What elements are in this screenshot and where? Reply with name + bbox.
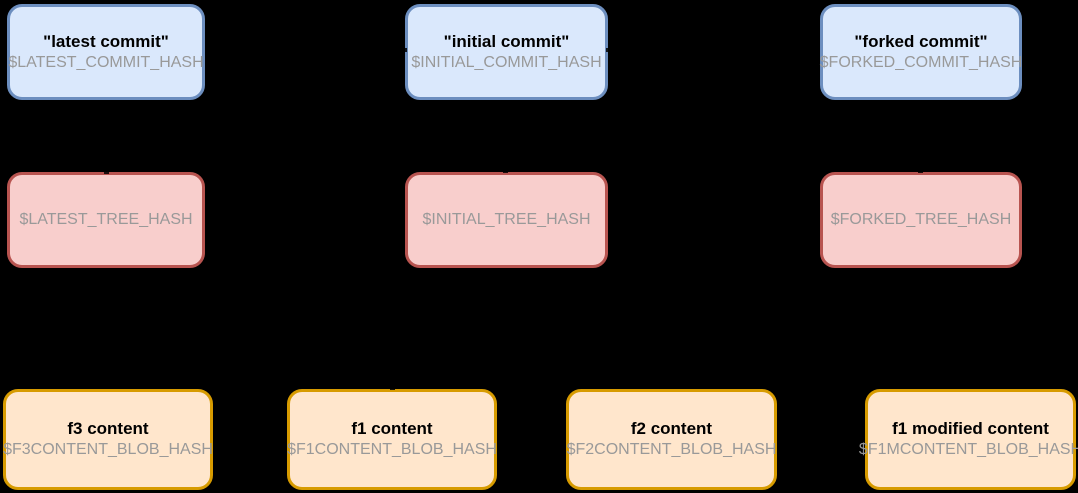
tree-hash: $FORKED_TREE_HASH [830, 211, 1012, 228]
commit-hash: $FORKED_COMMIT_HASH [819, 53, 1023, 71]
blob-title: f2 content [630, 419, 713, 438]
tree-node-latest: $LATEST_TREE_HASH [7, 172, 205, 268]
commit-hash: $INITIAL_COMMIT_HASH [411, 53, 602, 71]
commit-node-initial: "initial commit" $INITIAL_COMMIT_HASH [405, 4, 608, 100]
tree-node-forked: $FORKED_TREE_HASH [820, 172, 1022, 268]
blob-hash: $F3CONTENT_BLOB_HASH [3, 441, 213, 458]
commit-hash: $LATEST_COMMIT_HASH [8, 53, 204, 71]
blob-title: f3 content [67, 419, 149, 438]
blob-hash: $F1MCONTENT_BLOB_HASH [858, 441, 1078, 458]
commit-title: "latest commit" [43, 31, 169, 51]
blob-node-f2: f2 content $F2CONTENT_BLOB_HASH [566, 389, 777, 490]
blob-title: f1 content [351, 419, 433, 438]
arrowhead-artifact [404, 48, 407, 52]
arrowhead-artifact [104, 171, 109, 174]
commit-node-forked: "forked commit" $FORKED_COMMIT_HASH [820, 4, 1022, 100]
commit-title: "forked commit" [854, 31, 988, 51]
blob-title: f1 modified content [892, 419, 1049, 438]
arrowhead-artifact [503, 170, 508, 173]
blob-node-f3: f3 content $F3CONTENT_BLOB_HASH [3, 389, 213, 490]
tree-node-initial: $INITIAL_TREE_HASH [405, 172, 608, 268]
blob-node-f1: f1 content $F1CONTENT_BLOB_HASH [287, 389, 497, 490]
commit-node-latest: "latest commit" $LATEST_COMMIT_HASH [7, 4, 205, 100]
commit-title: "initial commit" [443, 31, 570, 51]
blob-node-f1-modified: f1 modified content $F1MCONTENT_BLOB_HAS… [859, 389, 1078, 490]
blob-hash: $F1CONTENT_BLOB_HASH [287, 441, 497, 458]
arrowhead-artifact [918, 170, 923, 173]
blob-hash: $F2CONTENT_BLOB_HASH [566, 441, 777, 458]
tree-hash: $LATEST_TREE_HASH [19, 211, 193, 228]
arrowhead-artifact [606, 48, 609, 52]
tree-hash: $INITIAL_TREE_HASH [422, 211, 591, 228]
arrowhead-artifact [390, 387, 395, 390]
